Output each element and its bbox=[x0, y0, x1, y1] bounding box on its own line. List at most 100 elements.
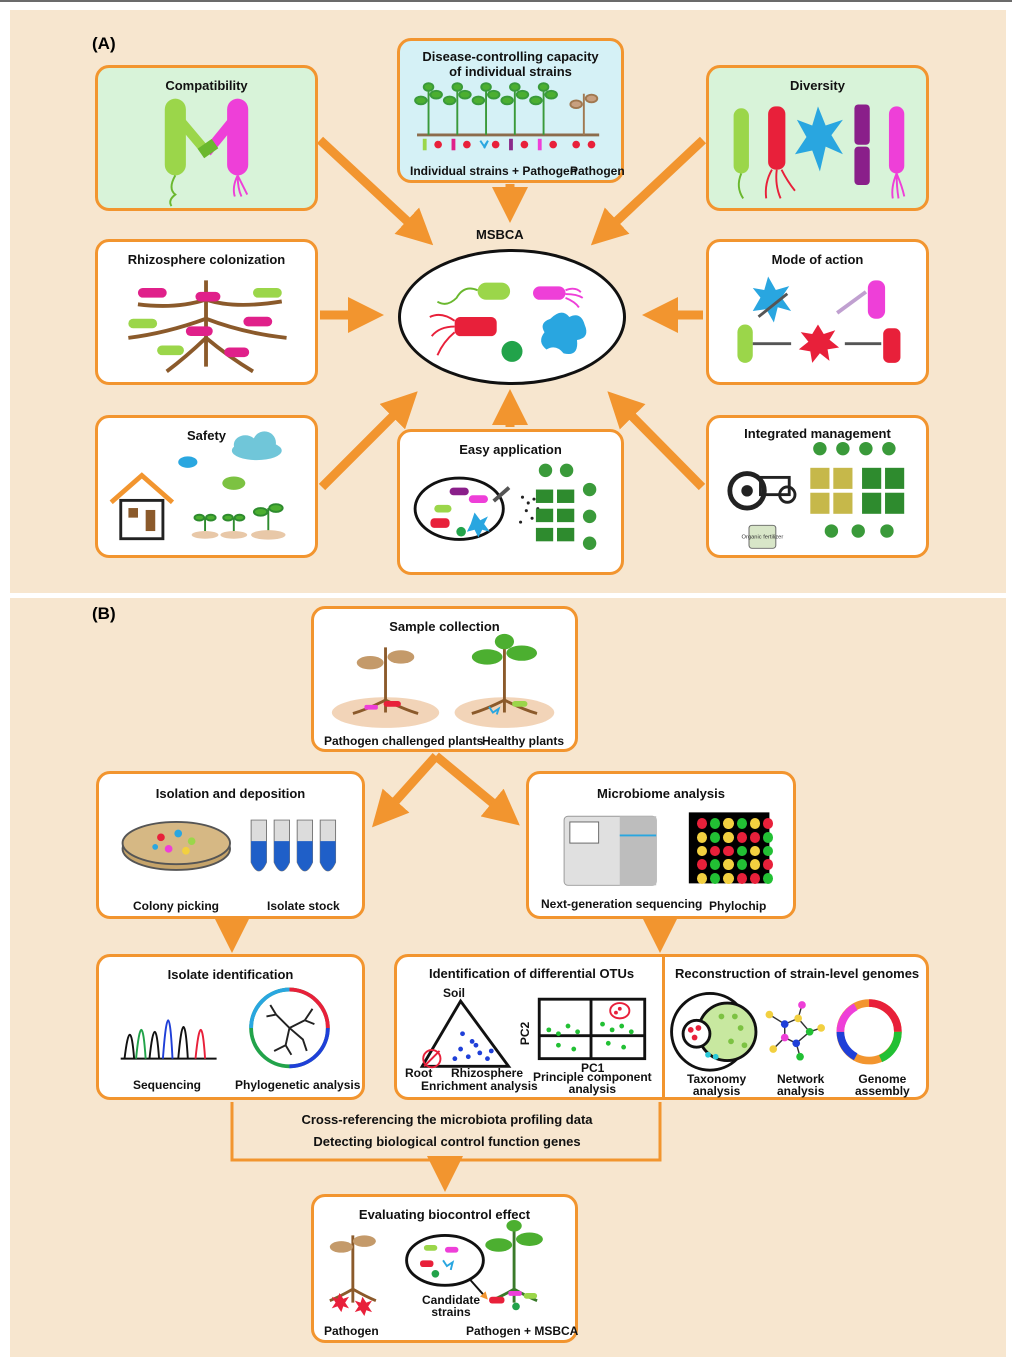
reconstruction-title: Reconstruction of strain-level genomes bbox=[675, 966, 920, 981]
isolate-identification-title: Isolate identification bbox=[167, 967, 294, 982]
phylochip-caption: Phylochip bbox=[709, 899, 767, 913]
pc1-label: PC1 bbox=[581, 1061, 605, 1075]
phylochip-dot bbox=[749, 818, 760, 829]
evaluating-title: Evaluating biocontrol effect bbox=[358, 1207, 531, 1222]
sequencing-caption: Sequencing bbox=[133, 1078, 202, 1092]
ngs-caption: Next-generation sequencing bbox=[541, 897, 703, 911]
phylochip-grid bbox=[697, 818, 773, 884]
evaluating-box: Evaluating biocontrol effect Candidate s… bbox=[311, 1194, 578, 1343]
mode-of-action-box: Mode of action bbox=[706, 239, 929, 385]
cross-referencing-text: Cross-referencing the microbiota profili… bbox=[301, 1112, 593, 1127]
panel-a-label: (A) bbox=[92, 34, 116, 53]
fertilizer-label: Organic fertilizer bbox=[742, 535, 784, 541]
msbca-ellipse bbox=[398, 249, 626, 385]
diversity-illustration bbox=[733, 104, 906, 199]
compatibility-box: Compatibility bbox=[95, 65, 318, 211]
msbca-label: MSBCA bbox=[476, 227, 524, 242]
phylochip-dot bbox=[736, 818, 747, 829]
msbca-microbes bbox=[429, 282, 587, 362]
phylochip-dot bbox=[762, 845, 773, 857]
integrated-management-box: Integrated management Organic fertilizer bbox=[706, 415, 929, 558]
phylochip-dot bbox=[697, 845, 708, 857]
isolation-title: Isolation and deposition bbox=[155, 786, 306, 801]
phylochip-dot bbox=[710, 818, 721, 829]
mode-of-action-title: Mode of action bbox=[771, 252, 864, 267]
colony-picking-caption: Colony picking bbox=[133, 899, 220, 913]
otus-title: Identification of differential OTUs bbox=[429, 966, 635, 981]
microbiome-box: Microbiome analysis Next-generation sequ… bbox=[526, 771, 796, 919]
phylochip-dot bbox=[723, 873, 734, 884]
phylochip-dot bbox=[697, 831, 708, 843]
integrated-management-title: Integrated management bbox=[744, 426, 891, 441]
isolate-identification-illustration bbox=[120, 987, 330, 1069]
compatibility-illustration bbox=[164, 98, 249, 207]
pathogen-eval-caption: Pathogen bbox=[324, 1324, 379, 1338]
rhizosphere-title: Rhizosphere colonization bbox=[127, 252, 286, 267]
phylochip-dot bbox=[736, 873, 747, 884]
pca-label: Principle component analysis bbox=[533, 1070, 652, 1096]
rhizosphere-label: Rhizosphere bbox=[451, 1066, 524, 1080]
top-border-line bbox=[0, 0, 1012, 2]
pathogen-caption: Pathogen bbox=[570, 164, 625, 178]
disease-controlling-title: Disease-controlling capacity of individu… bbox=[422, 49, 599, 79]
phylochip-dot bbox=[710, 859, 721, 871]
integrated-management-illustration: Organic fertilizer bbox=[727, 441, 905, 549]
easy-application-title: Easy application bbox=[459, 442, 562, 457]
mode-of-action-illustration bbox=[737, 276, 901, 363]
phylochip-dot bbox=[749, 831, 760, 843]
phylochip-dot bbox=[697, 873, 708, 884]
safety-box: Safety bbox=[95, 415, 318, 558]
sample-collection-illustration bbox=[331, 633, 555, 728]
easy-application-box: Easy application bbox=[397, 429, 624, 575]
phylochip-dot bbox=[723, 818, 734, 829]
panel-b-label: (B) bbox=[92, 604, 116, 623]
pc2-label: PC2 bbox=[518, 1021, 533, 1046]
sample-collection-title: Sample collection bbox=[389, 619, 500, 634]
phylochip-dot bbox=[697, 859, 708, 871]
phylochip-dot bbox=[723, 845, 734, 857]
otus-divider bbox=[662, 957, 665, 1097]
otus-reconstruction-box: Identification of differential OTUs Reco… bbox=[394, 954, 929, 1100]
genome-label: Genome assembly bbox=[855, 1072, 910, 1098]
easy-application-illustration bbox=[413, 463, 597, 550]
phylochip-dot bbox=[736, 859, 747, 871]
isolation-illustration bbox=[121, 819, 337, 872]
phylochip-dot bbox=[736, 845, 747, 857]
safety-title: Safety bbox=[186, 428, 227, 443]
pathogen-msbca-caption: Pathogen + MSBCA bbox=[466, 1324, 579, 1338]
network-label: Network analysis bbox=[777, 1072, 825, 1098]
rhizosphere-box: Rhizosphere colonization bbox=[95, 239, 318, 385]
phylochip-dot bbox=[762, 859, 773, 871]
phylochip-dot bbox=[710, 845, 721, 857]
root-label: Root bbox=[405, 1066, 433, 1080]
sample-collection-box: Sample collection Pathogen challenged pl… bbox=[311, 606, 578, 752]
detecting-genes-text: Detecting biological control function ge… bbox=[313, 1134, 581, 1149]
safety-illustration bbox=[109, 431, 286, 541]
phylochip-dot bbox=[710, 831, 721, 843]
compatibility-title: Compatibility bbox=[165, 78, 248, 93]
individual-strains-caption: Individual strains + Pathogen bbox=[410, 164, 578, 178]
evaluating-illustration bbox=[329, 1220, 543, 1317]
plant-row-illustration bbox=[414, 82, 600, 151]
phylochip-dot bbox=[697, 818, 708, 829]
enrichment-label: Enrichment analysis bbox=[421, 1079, 538, 1093]
phylochip-dot bbox=[749, 873, 760, 884]
phylochip-dot bbox=[710, 873, 721, 884]
phylochip-dot bbox=[749, 845, 760, 857]
phylochip-dot bbox=[749, 859, 760, 871]
disease-controlling-box: Disease-controlling capacity of individu… bbox=[397, 38, 625, 183]
phylochip-dot bbox=[762, 818, 773, 829]
diversity-title: Diversity bbox=[790, 78, 845, 93]
phylochip-dot bbox=[723, 859, 734, 871]
phylochip-dot bbox=[762, 831, 773, 843]
phylochip-dot bbox=[762, 873, 773, 884]
rhizosphere-illustration bbox=[128, 280, 287, 374]
healthy-plants-caption: Healthy plants bbox=[482, 734, 565, 748]
candidate-strains-label: Candidate strains bbox=[422, 1293, 481, 1319]
diversity-box: Diversity bbox=[706, 65, 929, 211]
otus-illustration bbox=[419, 992, 902, 1072]
isolation-box: Isolation and deposition Colony picking … bbox=[96, 771, 365, 919]
pathogen-challenged-caption: Pathogen challenged plants bbox=[324, 734, 484, 748]
phylochip-dot bbox=[723, 831, 734, 843]
phylogenetic-caption: Phylogenetic analysis bbox=[235, 1078, 361, 1092]
